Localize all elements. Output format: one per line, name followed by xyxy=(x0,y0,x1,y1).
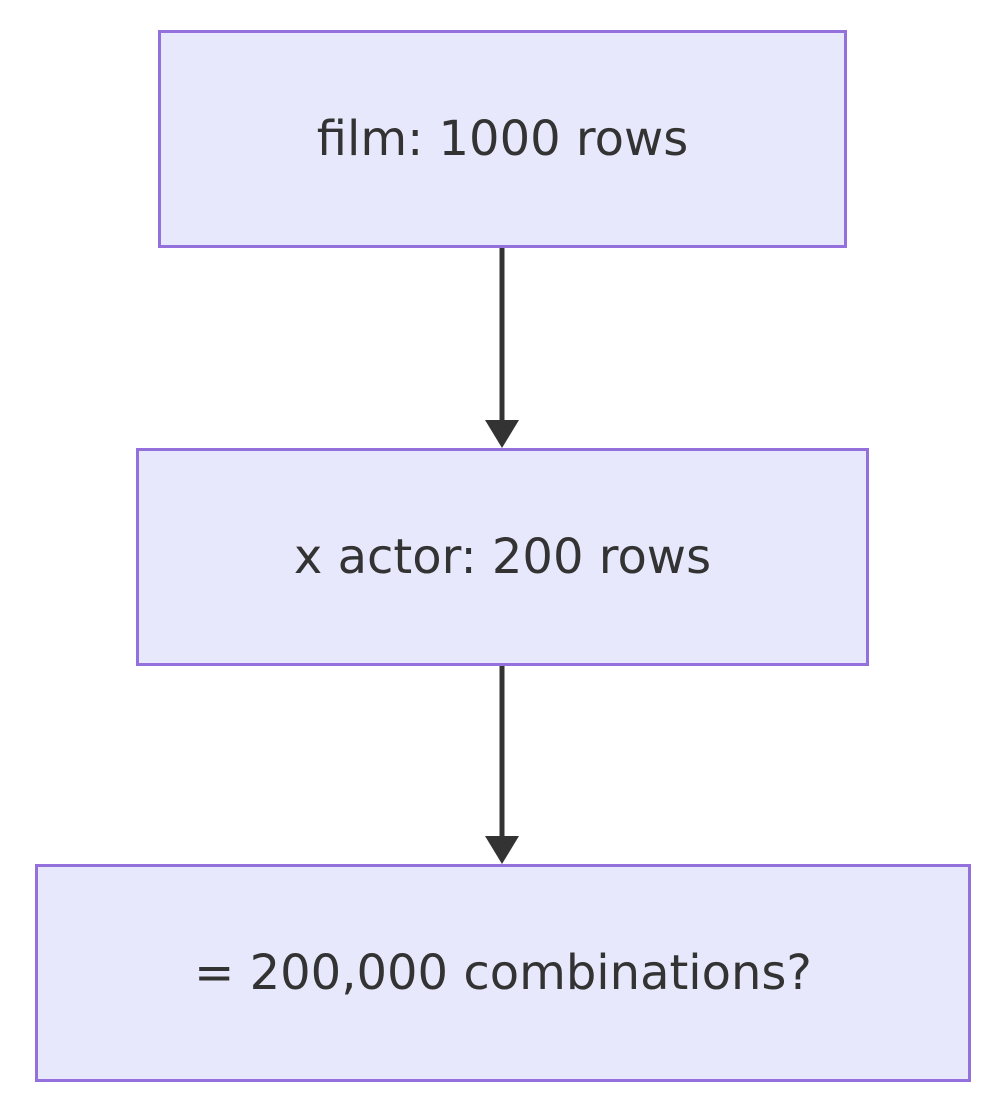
node-film-label: film: 1000 rows xyxy=(316,110,689,167)
node-actor-label: x actor: 200 rows xyxy=(293,528,712,585)
arrowhead-icon xyxy=(485,836,519,864)
node-actor[interactable]: x actor: 200 rows xyxy=(136,448,869,666)
node-combinations[interactable]: = 200,000 combinations? xyxy=(35,864,971,1082)
node-combinations-label: = 200,000 combinations? xyxy=(194,944,812,1001)
node-film[interactable]: film: 1000 rows xyxy=(158,30,847,248)
arrowhead-icon xyxy=(485,420,519,448)
edge-actor-to-combinations xyxy=(485,666,519,864)
edge-film-to-actor xyxy=(485,248,519,448)
